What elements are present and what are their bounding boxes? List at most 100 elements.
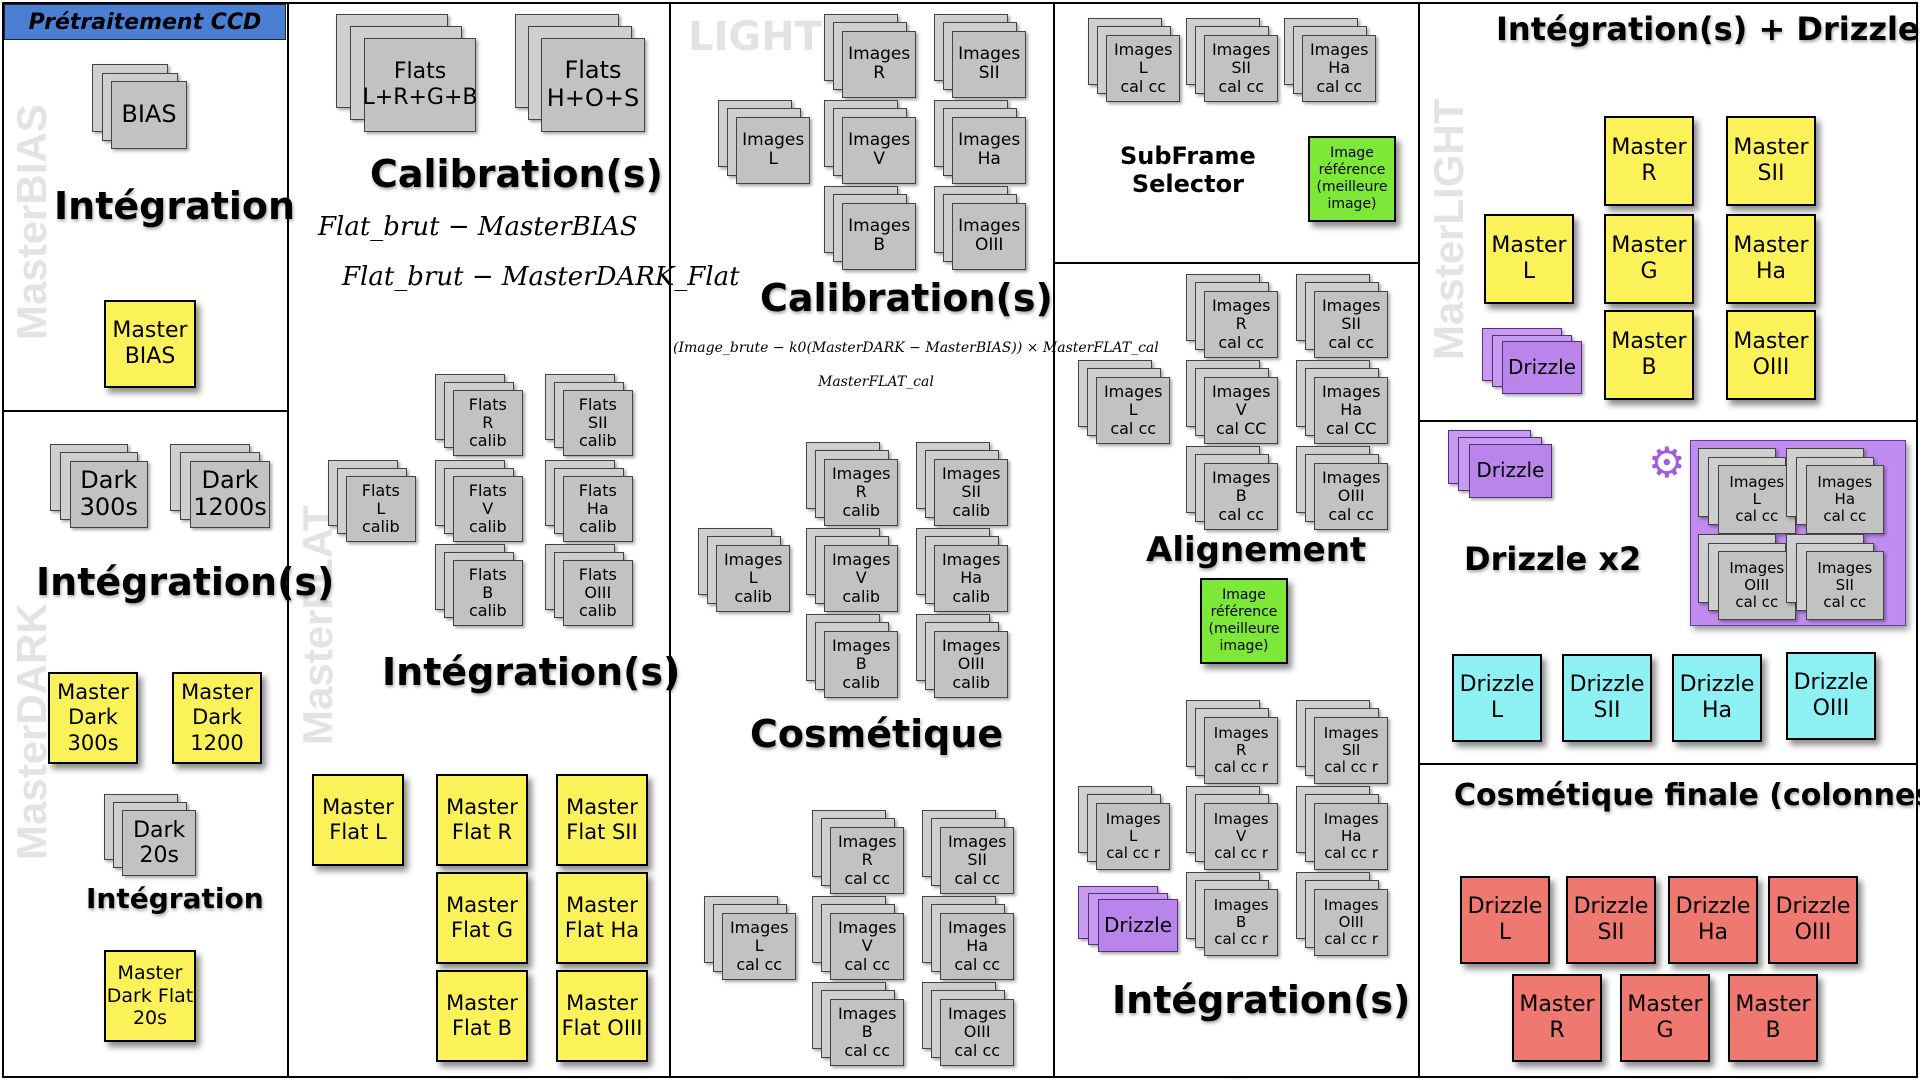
master-dark-1200: Master Dark 1200 [172,672,262,764]
bias-integration-label: Intégration [54,184,296,228]
master-b: Master B [1604,310,1694,400]
align-images-oiii: Images OIII cal cc [1296,446,1388,530]
images-v-r: Images V cal cc r [1186,786,1278,870]
master-flat-sii: Master Flat SII [556,774,648,866]
align-images-sii: Images SII cal cc [1296,274,1388,358]
master-flat-oiii: Master Flat OIII [556,970,648,1062]
flats-r-calib: Flats R calib [435,374,523,456]
images-l-r: Images L cal cc r [1078,786,1170,870]
dark-flat-integration-label: Intégration [86,882,264,915]
flat-integration-label: Intégration(s) [382,650,681,694]
master-dark-flat: Master Dark Flat 20s [104,950,196,1042]
flats-ha-calib: Flats Ha calib [545,460,633,542]
alignement-label: Alignement [1146,530,1367,570]
final-drizzle-ha: Drizzle Ha [1668,876,1758,964]
final-master-g: Master G [1620,974,1710,1062]
light-formula-denominator: MasterFLAT_cal [818,374,934,390]
gear-icon: ⚙ [1648,438,1686,487]
drizzle-sii: Drizzle SII [1562,654,1652,742]
flats-v-calib: Flats V calib [435,460,523,542]
integration-drizzle-label: Intégration(s) + Drizzle [1496,10,1920,48]
drizzle-images-ha: Images Ha cal cc [1786,448,1884,534]
images-l-cc: Images L cal cc [704,896,796,980]
flats-l-calib: Flats L calib [328,460,416,542]
master-flat-b: Master Flat B [436,970,528,1062]
flat-eq-bias: Flat_brut − MasterBIAS [318,212,638,242]
dark-20-stack: Dark 20s [104,794,196,876]
images-sii-calib: Images SII calib [916,442,1008,526]
drizzle-ha: Drizzle Ha [1672,654,1762,742]
light-calibration-label: Calibration(s) [760,276,1053,320]
dark-integration-label: Intégration(s) [36,560,335,604]
dark-1200-stack: Dark 1200s [170,444,270,528]
masterbias-label: MasterBIAS [8,104,55,340]
images-r-cc: Images R cal cc [812,810,904,894]
images-oiii-r: Images OIII cal cc r [1296,872,1388,956]
drizzle-oiii: Drizzle OIII [1786,652,1876,740]
images-b-r: Images B cal cc r [1186,872,1278,956]
images-oiii-calib: Images OIII calib [916,614,1008,698]
flat-eq-dark: Flat_brut − MasterDARK_Flat [342,262,740,292]
align-images-r: Images R cal cc [1186,274,1278,358]
images-r-calib: Images R calib [806,442,898,526]
images-l-calib: Images L calib [698,528,790,612]
sub-images-l: Images L cal cc [1088,18,1180,102]
drizzle-images-sii: Images SII cal cc [1786,534,1884,620]
subframe-selector-label: SubFrame Selector [1120,142,1256,198]
drizzle-stack: Drizzle [1448,430,1552,498]
images-b-calib: Images B calib [806,614,898,698]
flats-sii-calib: Flats SII calib [545,374,633,456]
final-drizzle-sii: Drizzle SII [1566,876,1656,964]
drizzle-x2-label: Drizzle x2 [1464,540,1642,578]
master-flat-ha: Master Flat Ha [556,872,648,964]
flats-lrgb-stack: Flats L+R+G+B [336,14,478,132]
page-title: Prétraitement CCD [4,4,286,40]
images-ha: Images Ha [934,100,1026,184]
drizzle-images-oiii: Images OIII cal cc [1698,534,1796,620]
final-drizzle-l: Drizzle L [1460,876,1550,964]
integ-drizzle-stack: Drizzle [1482,328,1582,394]
master-flat-r: Master Flat R [436,774,528,866]
master-flat-l: Master Flat L [312,774,404,866]
images-sii-cc: Images SII cal cc [922,810,1014,894]
dark-300-stack: Dark 300s [50,444,148,528]
master-r: Master R [1604,116,1694,206]
images-sii-r: Images SII cal cc r [1296,700,1388,784]
master-oiii: Master OIII [1726,310,1816,400]
light-formula-numerator: (Image_brute − k0(MasterDARK − MasterBIA… [673,340,1159,356]
master-bias: Master BIAS [104,300,196,388]
align-drizzle-stack: Drizzle [1078,886,1178,952]
align-images-b: Images B cal cc [1186,446,1278,530]
master-sii: Master SII [1726,116,1816,206]
images-r-r: Images R cal cc r [1186,700,1278,784]
sub-images-ha: Images Ha cal cc [1284,18,1376,102]
reference-image: Image référence (meilleure image) [1308,136,1396,222]
images-v-cc: Images V cal cc [812,896,904,980]
drizzle-l: Drizzle L [1452,654,1542,742]
images-r: Images R [824,14,916,98]
images-v-calib: Images V calib [806,528,898,612]
images-sii: Images SII [934,14,1026,98]
images-ha-r: Images Ha cal cc r [1296,786,1388,870]
flats-oiii-calib: Flats OIII calib [545,544,633,626]
drizzle-images-l: Images L cal cc [1698,448,1796,534]
align-reference-image: Image référence (meilleure image) [1200,578,1288,664]
align-images-ha: Images Ha cal CC [1296,360,1388,444]
final-master-r: Master R [1512,974,1602,1062]
images-oiii-cc: Images OIII cal cc [922,982,1014,1066]
light-label: LIGHT [688,14,822,60]
align-images-l: Images L cal cc [1078,360,1170,444]
flat-calibration-label: Calibration(s) [370,152,663,196]
cosmetique-finale-label: Cosmétique finale (colonnes) [1454,778,1920,813]
final-master-b: Master B [1728,974,1818,1062]
flats-b-calib: Flats B calib [435,544,523,626]
align-images-v: Images V cal CC [1186,360,1278,444]
master-dark-300: Master Dark 300s [48,672,138,764]
align-integration-label: Intégration(s) [1112,978,1411,1022]
masterlight-label: MasterLIGHT [1425,98,1472,360]
images-ha-calib: Images Ha calib [916,528,1008,612]
master-ha: Master Ha [1726,214,1816,304]
bias-stack: BIAS [92,64,187,149]
master-g: Master G [1604,214,1694,304]
